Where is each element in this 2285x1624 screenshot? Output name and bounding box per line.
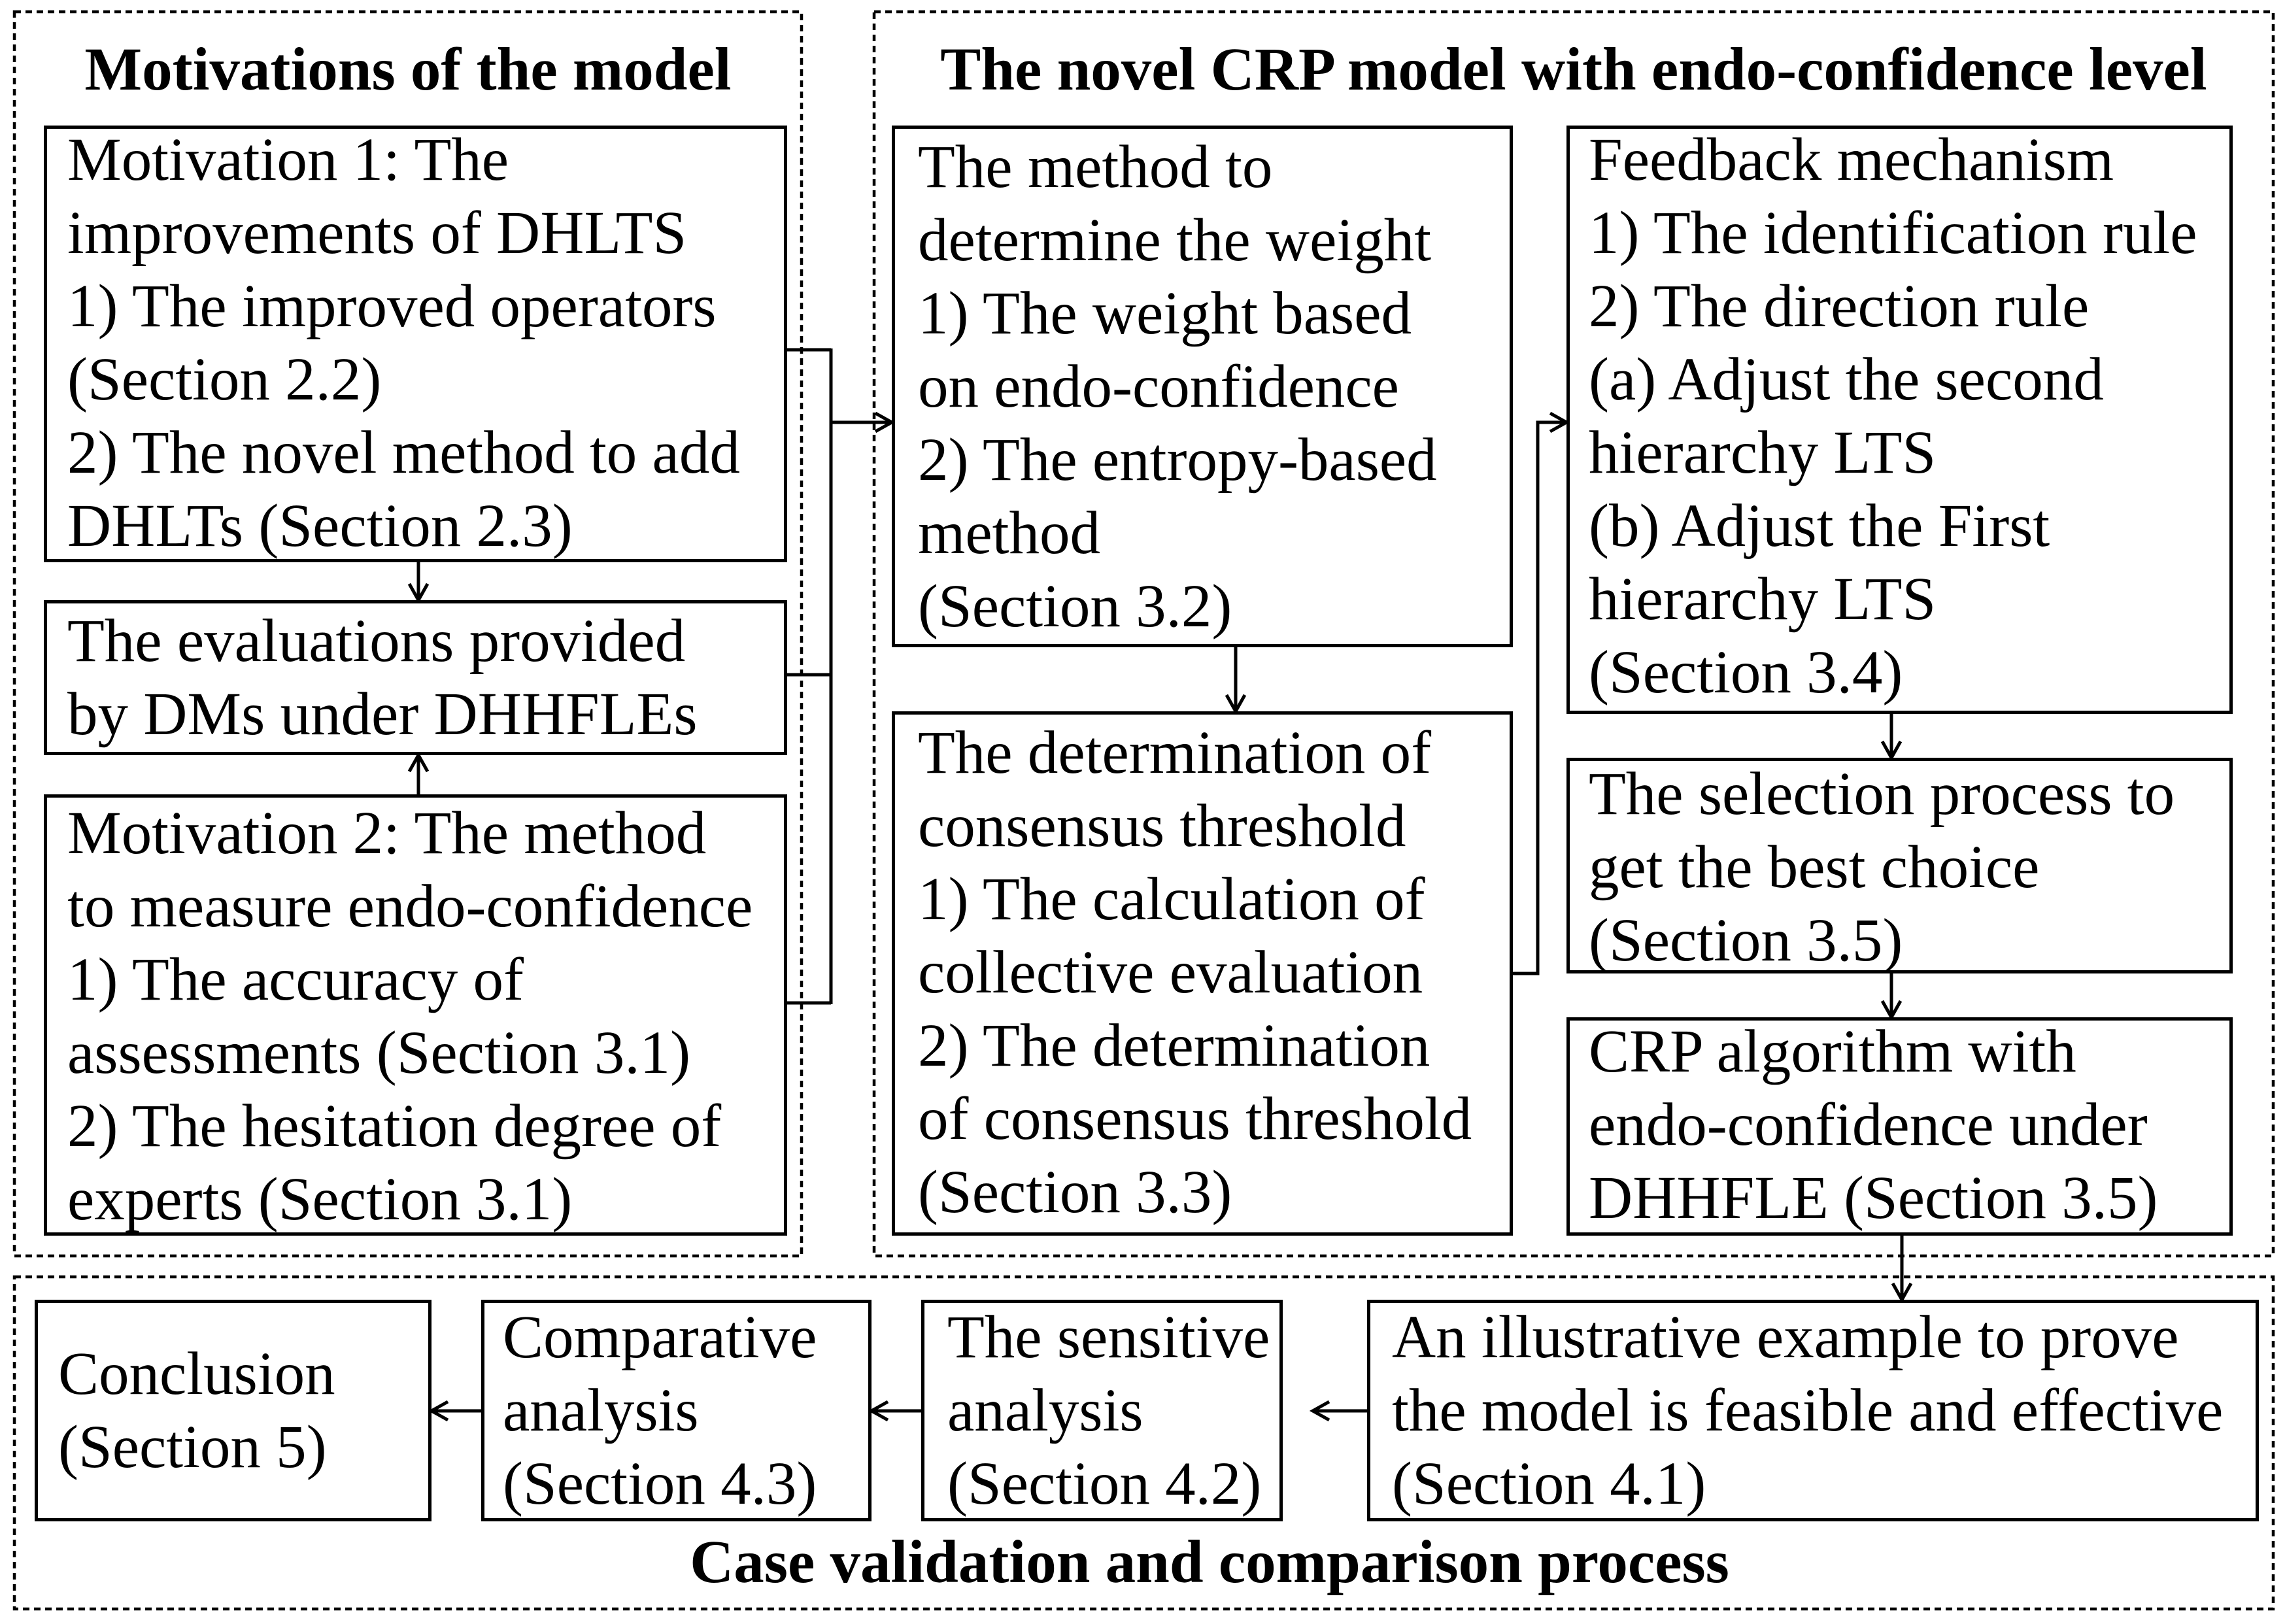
arrow-illustrative-example-to-sensitive-analysis	[1309, 1400, 1367, 1422]
arrow-motivation1-to-evaluations	[407, 562, 430, 604]
motivation2-line: assessments (Section 3.1)	[67, 1019, 691, 1087]
motivation1-line: (Section 2.2)	[67, 346, 382, 413]
weight-method-line: determine the weight	[918, 207, 1432, 274]
sensitive-analysis-line: The sensitive	[947, 1304, 1270, 1371]
crp-algorithm-line: endo-confidence under	[1589, 1091, 2148, 1159]
feedback-line: 2) The direction rule	[1589, 273, 2090, 340]
feedback-line: hierarchy LTS	[1589, 566, 1937, 633]
feedback-heading: Feedback mechanism	[1589, 126, 2114, 194]
motivation1-line: improvements of DHLTS	[67, 199, 687, 267]
weight-method-line: (Section 3.2)	[918, 573, 1232, 640]
feedback-box: Feedback mechanism 1) The identification…	[1566, 126, 2233, 714]
evaluations-line: The evaluations provided	[67, 607, 686, 675]
case-validation-group-frame	[12, 1275, 2275, 1611]
motivation2-box: Motivation 2: The method to measure endo…	[44, 794, 787, 1236]
consensus-threshold-line: of consensus threshold	[918, 1085, 1472, 1153]
selection-line: The selection process to	[1589, 760, 2175, 828]
weight-method-line: The method to	[918, 133, 1273, 201]
crp-algorithm-line: CRP algorithm with	[1589, 1018, 2076, 1085]
illustrative-example-box: An illustrative example to prove the mod…	[1367, 1300, 2259, 1521]
model-group-title: The novel CRP model with endo-confidence…	[940, 36, 2207, 103]
comparative-analysis-line: (Section 4.3)	[503, 1450, 817, 1517]
sensitive-analysis-line: analysis	[947, 1377, 1143, 1444]
weight-method-line: 2) The entropy-based	[918, 426, 1437, 494]
evaluations-line: by DMs under DHHFLEs	[67, 681, 698, 748]
conclusion-line: Conclusion	[58, 1340, 335, 1408]
evaluations-box: The evaluations provided by DMs under DH…	[44, 600, 787, 755]
motivation1-line: 1) The improved operators	[67, 273, 717, 340]
motivation1-line: 2) The novel method to add	[67, 419, 740, 486]
case-validation-group-title: Case validation and comparison process	[690, 1529, 1729, 1596]
arrow-weight-method-to-consensus-threshold	[1225, 647, 1247, 715]
weight-method-line: 1) The weight based	[918, 280, 1412, 347]
consensus-threshold-box: The determination of consensus threshold…	[892, 711, 1513, 1236]
selection-box: The selection process to get the best ch…	[1566, 758, 2233, 974]
consensus-threshold-line: consensus threshold	[918, 792, 1406, 860]
illustrative-example-line: An illustrative example to prove	[1392, 1304, 2179, 1371]
comparative-analysis-line: analysis	[503, 1377, 699, 1444]
weight-method-line: method	[918, 499, 1100, 567]
feedback-line: hierarchy LTS	[1589, 419, 1937, 486]
illustrative-example-line: the model is feasible and effective	[1392, 1377, 2224, 1444]
crp-algorithm-box: CRP algorithm with endo-confidence under…	[1566, 1017, 2233, 1236]
motivation2-heading: Motivation 2: The method	[67, 800, 707, 867]
motivation2-line: 2) The hesitation degree of	[67, 1092, 722, 1160]
motivations-group-frame	[12, 10, 804, 1258]
consensus-threshold-line: (Section 3.3)	[918, 1159, 1232, 1226]
arrow-sensitive-analysis-to-comparative-analysis	[868, 1400, 921, 1422]
conclusion-box: Conclusion (Section 5)	[35, 1300, 432, 1521]
arrow-selection-to-crp-algorithm	[1880, 973, 1903, 1021]
comparative-analysis-box: Comparative analysis (Section 4.3)	[481, 1300, 872, 1521]
selection-line: get the best choice	[1589, 834, 2040, 901]
weight-method-line: on endo-confidence	[918, 353, 1399, 420]
connector-consensus-threshold-to-feedback	[1513, 411, 1570, 975]
motivations-group-title: Motivations of the model	[84, 36, 732, 103]
feedback-line: (a) Adjust the second	[1589, 346, 2104, 413]
consensus-threshold-line: The determination of	[918, 719, 1432, 787]
illustrative-example-line: (Section 4.1)	[1392, 1450, 1706, 1517]
arrow-motivation2-to-evaluations	[407, 751, 430, 794]
motivation2-line: to measure endo-confidence	[67, 873, 753, 940]
sensitive-analysis-box: The sensitive analysis (Section 4.2)	[921, 1300, 1283, 1521]
arrow-comparative-analysis-to-conclusion	[428, 1400, 481, 1422]
motivation2-line: experts (Section 3.1)	[67, 1166, 573, 1233]
feedback-line: 1) The identification rule	[1589, 199, 2197, 267]
selection-line: (Section 3.5)	[1589, 907, 1903, 974]
feedback-line: (Section 3.4)	[1589, 639, 1903, 706]
sensitive-analysis-line: (Section 4.2)	[947, 1450, 1262, 1517]
motivation1-box: Motivation 1: The improvements of DHLTS …	[44, 126, 787, 562]
feedback-line: (b) Adjust the First	[1589, 492, 2050, 560]
motivation1-heading: Motivation 1: The	[67, 126, 509, 194]
motivation2-line: 1) The accuracy of	[67, 946, 524, 1013]
motivation1-line: DHLTs (Section 2.3)	[67, 492, 573, 560]
arrow-crp-algorithm-to-illustrative-example	[1891, 1236, 1913, 1304]
consensus-threshold-line: collective evaluation	[918, 939, 1423, 1006]
weight-method-box: The method to determine the weight 1) Th…	[892, 126, 1513, 647]
consensus-threshold-line: 2) The determination	[918, 1012, 1430, 1079]
comparative-analysis-line: Comparative	[503, 1304, 817, 1371]
arrow-feedback-to-selection	[1880, 714, 1903, 762]
conclusion-line: (Section 5)	[58, 1413, 327, 1481]
consensus-threshold-line: 1) The calculation of	[918, 866, 1425, 933]
crp-algorithm-line: DHHFLE (Section 3.5)	[1589, 1164, 2158, 1232]
